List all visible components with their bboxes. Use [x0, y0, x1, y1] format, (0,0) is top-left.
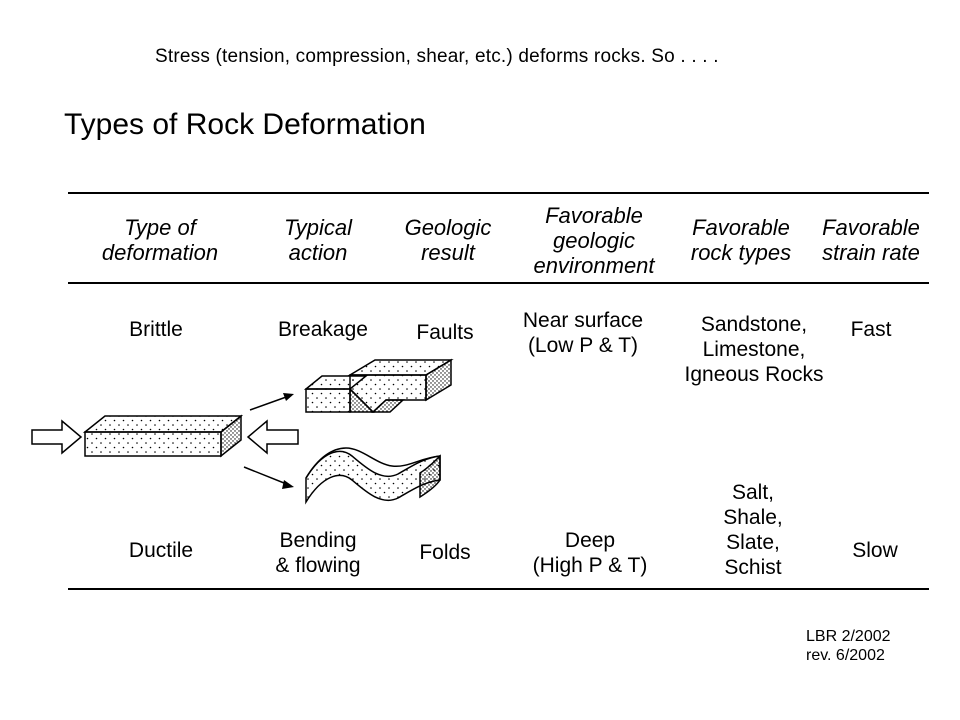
subtitle: Stress (tension, compression, shear, etc… [155, 46, 719, 67]
table-top-rule [68, 192, 929, 194]
header-geologic-environment: Favorable geologic environment [533, 203, 655, 278]
brittle-type: Brittle [129, 318, 183, 341]
compression-arrow-right-icon [246, 419, 299, 455]
brittle-environment: Near surface (Low P & T) [522, 309, 644, 357]
brittle-action: Breakage [278, 318, 368, 341]
compression-arrow-left-icon [31, 419, 83, 455]
table-bottom-rule [68, 588, 929, 590]
ductile-result: Folds [419, 541, 471, 564]
ductile-rock-types: Salt, Shale, Slate, Schist [723, 481, 783, 579]
header-rock-types: Favorable rock types [690, 215, 792, 265]
page-title: Types of Rock Deformation [64, 108, 426, 141]
ductile-environment: Deep (High P & T) [532, 529, 648, 577]
header-geologic-result: Geologic result [404, 215, 492, 265]
folded-block-icon [305, 447, 441, 505]
header-typical-action: Typical action [283, 215, 353, 265]
header-type-of-deformation: Type of deformation [101, 215, 219, 265]
ductile-strain-rate: Slow [852, 539, 898, 562]
rock-block-icon [82, 414, 244, 458]
result-arrow-down-icon [243, 466, 294, 489]
faulted-block-icon [303, 358, 454, 414]
brittle-result: Faults [416, 321, 474, 344]
ductile-type: Ductile [128, 539, 194, 562]
credit-note: LBR 2/2002 rev. 6/2002 [806, 628, 891, 664]
ductile-action: Bending & flowing [275, 529, 361, 577]
table-header-rule [68, 282, 929, 284]
brittle-rock-types: Sandstone, Limestone, Igneous Rocks [684, 313, 824, 386]
result-arrow-up-icon [249, 393, 294, 411]
brittle-strain-rate: Fast [850, 318, 892, 341]
header-strain-rate: Favorable strain rate [822, 215, 920, 265]
